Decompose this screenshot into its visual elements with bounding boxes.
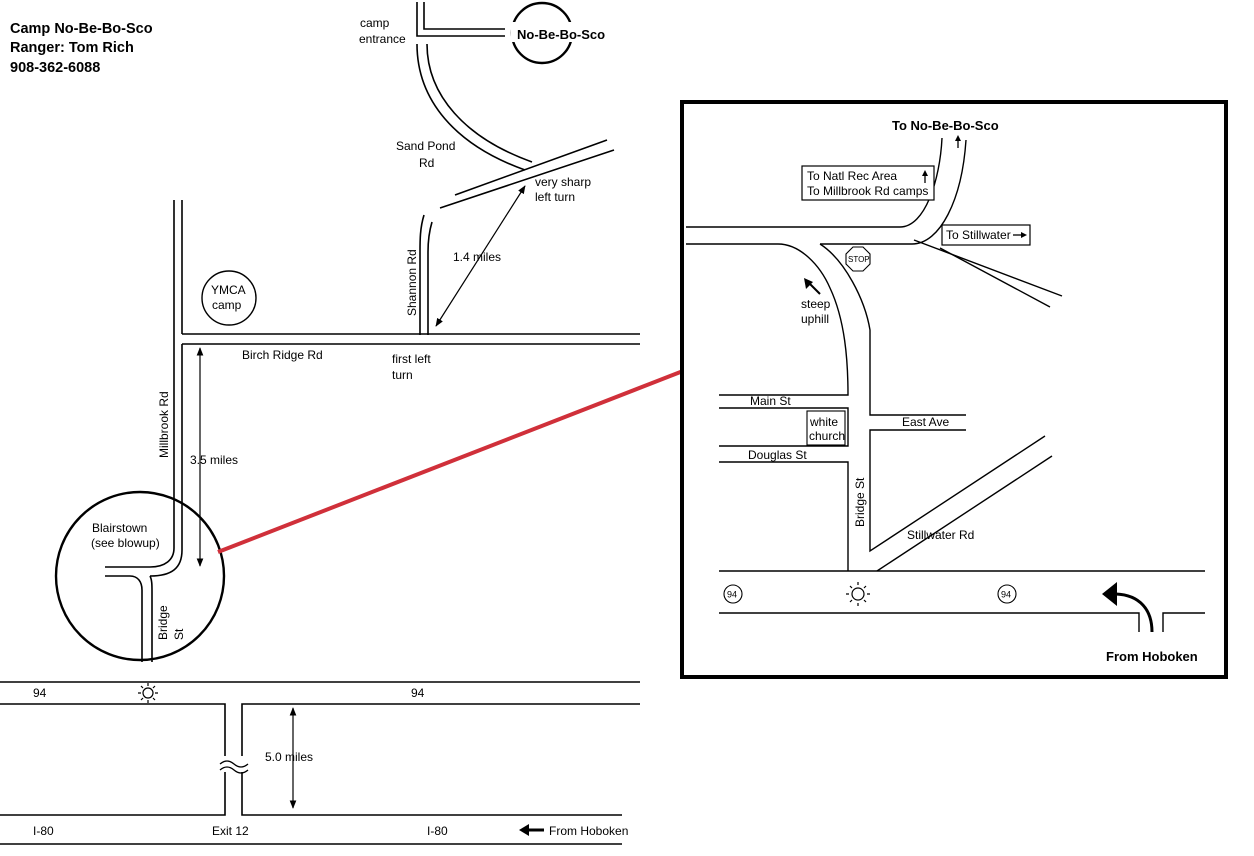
sand-pond-label-1: Sand Pond (396, 139, 455, 153)
ymca-circle (201, 270, 257, 326)
from-hoboken-label: From Hoboken (549, 824, 628, 838)
sign-line-1: To Natl Rec Area (807, 169, 897, 183)
inset-from-hoboken-label: From Hoboken (1106, 649, 1198, 664)
traffic-light-icon (138, 683, 158, 703)
svg-text:94: 94 (727, 590, 737, 600)
millbrook-rd-label: Millbrook Rd (157, 391, 171, 458)
stillwater-sign (941, 224, 1031, 246)
route-94-shield-icon: 94 (997, 584, 1017, 604)
steep-label-1: steep (801, 297, 831, 311)
ranger-name: Ranger: Tom Rich (10, 40, 134, 56)
inset-title: To No-Be-Bo-Sco (892, 118, 999, 133)
arrow-up-icon (922, 170, 928, 183)
camp-entrance-road (416, 2, 505, 37)
inset-frame (680, 100, 1228, 679)
route-94-shield-icon: 94 (723, 584, 743, 604)
camp-name: Camp No-Be-Bo-Sco (10, 21, 153, 37)
shannon-rd-label: Shannon Rd (405, 249, 419, 316)
camp-circle-label: No-Be-Bo-Sco (517, 27, 605, 42)
bridge-st-inset-label: Bridge St (853, 477, 867, 527)
route94-right-label: 94 (411, 686, 425, 700)
arrow-up-icon (955, 135, 961, 148)
main-st-label: Main St (750, 394, 791, 408)
exit12-label: Exit 12 (212, 824, 249, 838)
blowup-connector-line (217, 369, 684, 554)
church-label-2: church (809, 429, 845, 443)
distance-shannon-label: 1.4 miles (453, 250, 501, 264)
sand-pond-rd (416, 43, 526, 171)
i80-right-label: I-80 (427, 824, 448, 838)
svg-text:STOP: STOP (848, 255, 870, 264)
turn-arrow-icon (1102, 582, 1154, 633)
blowup-inset: To No-Be-Bo-Sco To Natl Rec Area To Mill… (680, 100, 1228, 679)
douglas-st-label: Douglas St (748, 448, 807, 462)
stop-sign-icon: STOP (845, 246, 871, 272)
traffic-light-icon (846, 582, 870, 606)
ranger-phone: 908-362-6088 (10, 60, 100, 76)
sand-pond-label-2: Rd (419, 156, 434, 170)
white-church (806, 410, 846, 446)
very-sharp-label-2: left turn (535, 190, 575, 204)
very-sharp-label-1: very sharp (535, 175, 591, 189)
direction-sign (801, 165, 935, 201)
stillwater-sign-label: To Stillwater (946, 228, 1011, 242)
ymca-label-2: camp (212, 298, 242, 312)
svg-text:94: 94 (1001, 590, 1011, 600)
header: Camp No-Be-Bo-Sco Ranger: Tom Rich 908-3… (10, 21, 153, 76)
sign-line-2: To Millbrook Rd camps (807, 184, 928, 198)
camp-entrance-label-2: entrance (359, 32, 406, 46)
blairstown-label-1: Blairstown (92, 521, 147, 535)
i80-left-label: I-80 (33, 824, 54, 838)
road-break-icon (219, 756, 249, 774)
millbrook-rd (105, 200, 175, 568)
bridge-st-label-1: Bridge (156, 605, 170, 640)
steep-label-2: uphill (801, 312, 829, 326)
east-ave-label: East Ave (902, 415, 949, 429)
blairstown-label-2: (see blowup) (91, 536, 160, 550)
distance-millbrook-label: 3.5 miles (190, 453, 238, 467)
first-left-label-2: turn (392, 368, 413, 382)
camp-entrance-label-1: camp (360, 16, 390, 30)
shannon-rd (419, 214, 425, 335)
route94-left-label: 94 (33, 686, 47, 700)
arrow-left-icon (519, 824, 544, 836)
bridge-st-label-2: St (172, 628, 186, 640)
distance-arrow-shannon (435, 185, 526, 327)
first-left-label-1: first left (392, 352, 431, 366)
ymca-label-1: YMCA (211, 283, 246, 297)
arrow-right-icon (1013, 232, 1027, 238)
blairstown-circle (54, 490, 226, 662)
arrow-up-icon (804, 278, 821, 295)
distance-i80-label: 5.0 miles (265, 750, 313, 764)
church-label-1: white (809, 415, 838, 429)
stillwater-rd-label: Stillwater Rd (907, 528, 974, 542)
birch-ridge-rd-label: Birch Ridge Rd (242, 348, 323, 362)
